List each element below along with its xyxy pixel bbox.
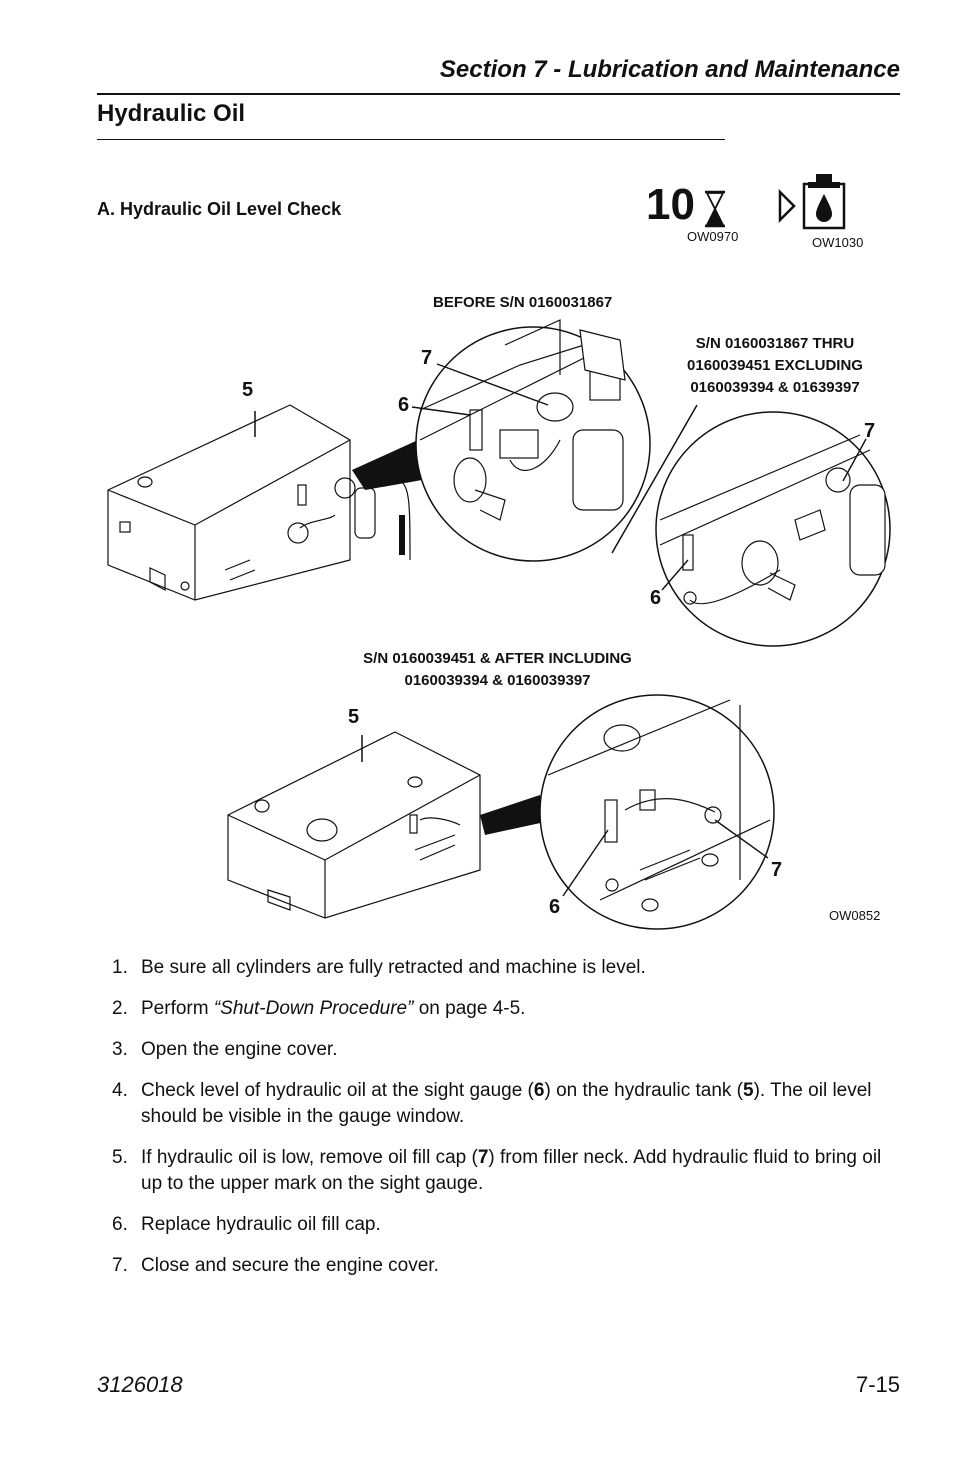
step-number: 6. xyxy=(112,1214,128,1235)
label-after-line2: 0160039394 & 0160039397 xyxy=(404,672,591,689)
step-text: ) from filler neck. Add hydraulic fluid … xyxy=(141,1147,882,1194)
step-item: 7. Close and secure the engine cover. xyxy=(112,1253,907,1279)
step-text: Replace hydraulic oil fill cap. xyxy=(141,1214,381,1235)
callout-cap-before: 7 xyxy=(421,347,433,369)
interval-hours: 10 xyxy=(646,180,695,229)
procedure-reference: “Shut-Down Procedure” xyxy=(213,998,414,1019)
step-text: on page 4-5. xyxy=(413,998,526,1019)
label-thru-line2: 0160039451 EXCLUDING xyxy=(687,357,863,374)
label-thru-line3: 0160039394 & 01639397 xyxy=(690,379,860,396)
callout-tank-lower: 5 xyxy=(348,706,360,728)
figure-code: OW0852 xyxy=(829,908,881,923)
page-number: 7-15 xyxy=(855,1372,900,1397)
interval-code: OW0970 xyxy=(687,229,739,244)
page-title: Hydraulic Oil xyxy=(97,100,246,127)
step-item: 6. Replace hydraulic oil fill cap. xyxy=(112,1212,907,1238)
title-rule xyxy=(97,139,725,140)
step-text: Open the engine cover. xyxy=(141,1039,338,1060)
hydraulic-tank-diagram xyxy=(107,319,891,930)
step-text: Be sure all cylinders are fully retracte… xyxy=(141,957,646,978)
callout-ref: 7 xyxy=(477,1147,489,1168)
step-text: Close and secure the engine cover. xyxy=(141,1255,439,1276)
check-code: OW1030 xyxy=(812,235,864,250)
step-number: 5. xyxy=(112,1147,128,1168)
label-after-line1: S/N 0160039451 & AFTER INCLUDING xyxy=(363,650,632,667)
callout-gauge-after: 6 xyxy=(549,896,561,918)
step-text: ). The oil level should be visible in th… xyxy=(141,1080,872,1127)
step-item: 5. If hydraulic oil is low, remove oil fi… xyxy=(112,1145,907,1197)
document-number: 3126018 xyxy=(97,1372,183,1397)
step-item: 3. Open the engine cover. xyxy=(112,1037,907,1063)
callout-ref: 6 xyxy=(533,1080,545,1101)
step-text: Perform xyxy=(141,998,214,1019)
step-number: 2. xyxy=(112,998,128,1019)
step-number: 1. xyxy=(112,957,128,978)
procedure-steps: 1. Be sure all cylinders are fully retrac… xyxy=(112,955,907,1294)
hourglass-icon xyxy=(705,190,725,228)
step-item: 1. Be sure all cylinders are fully retrac… xyxy=(112,955,907,981)
step-item: 4. Check level of hydraulic oil at the si… xyxy=(112,1078,907,1130)
step-number: 4. xyxy=(112,1080,128,1101)
callout-gauge-before: 6 xyxy=(398,394,410,416)
label-thru-sn: S/N 0160031867 THRU 0160039451 EXCLUDING… xyxy=(675,333,875,399)
step-text: If hydraulic oil is low, remove oil fill… xyxy=(141,1147,478,1168)
callout-cap-after: 7 xyxy=(771,859,783,881)
callout-ref: 5 xyxy=(743,1080,754,1101)
label-before-sn: BEFORE S/N 0160031867 xyxy=(433,294,613,311)
label-after-sn: S/N 0160039451 & AFTER INCLUDING 0160039… xyxy=(345,648,650,692)
header-rule xyxy=(97,93,900,95)
subsection-heading: A. Hydraulic Oil Level Check xyxy=(97,199,342,219)
label-thru-line1: S/N 0160031867 THRU xyxy=(695,335,855,352)
step-text: ) on the hydraulic tank ( xyxy=(544,1080,744,1101)
oil-level-icon xyxy=(778,174,846,230)
step-number: 3. xyxy=(112,1039,128,1060)
callout-cap-thru: 7 xyxy=(864,420,876,442)
callout-gauge-thru: 6 xyxy=(650,587,662,609)
step-number: 7. xyxy=(112,1255,128,1276)
step-text: Check level of hydraulic oil at the sigh… xyxy=(141,1080,534,1101)
step-item: 2. Perform “Shut-Down Procedure” on page … xyxy=(112,996,907,1022)
callout-tank-upper: 5 xyxy=(242,379,254,401)
section-heading: Section 7 - Lubrication and Maintenance xyxy=(439,56,900,83)
